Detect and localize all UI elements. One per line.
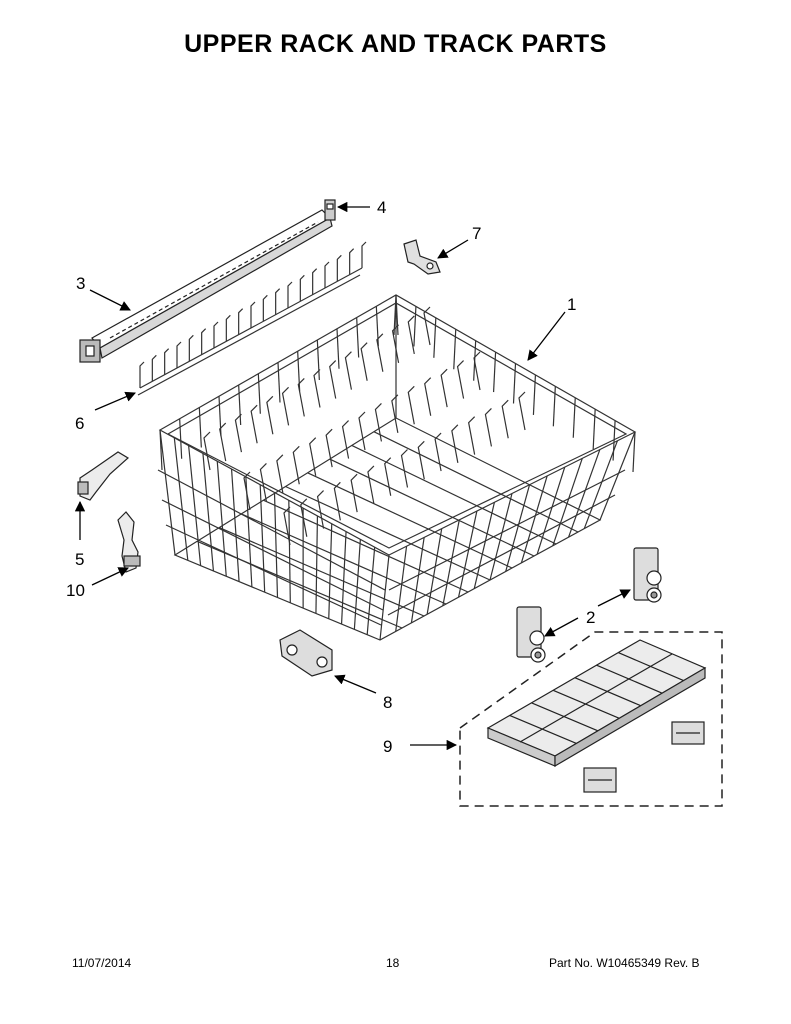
- callout-2: 2: [586, 608, 595, 627]
- callout-arrows: [74, 201, 631, 751]
- callout-1: 1: [567, 295, 576, 314]
- tine-tray: [486, 639, 707, 768]
- rack-latch: [77, 451, 130, 501]
- callout-10: 10: [66, 581, 85, 600]
- upper-rack-track: [79, 209, 333, 363]
- footer-page-number: 18: [386, 956, 400, 970]
- track-stop: [324, 199, 336, 221]
- callout-9: 9: [383, 737, 392, 756]
- callout-5: 5: [75, 550, 84, 569]
- callout-8: 8: [383, 693, 392, 712]
- footer-part-number: Part No. W10465349 Rev. B: [549, 956, 700, 970]
- page-title: UPPER RACK AND TRACK PARTS: [184, 30, 607, 58]
- callout-7: 7: [472, 224, 481, 243]
- tray-clip-a: [671, 721, 705, 745]
- footer-date: 11/07/2014: [72, 956, 132, 970]
- wheel-assembly-a: [516, 606, 546, 663]
- kit-dashed-border: [459, 631, 723, 807]
- callout-4: 4: [377, 198, 386, 217]
- tine-row: [137, 241, 367, 396]
- upper-rack: [157, 294, 637, 641]
- rack-clip: [403, 239, 441, 275]
- callout-3: 3: [76, 274, 85, 293]
- wheel-assembly-b: [633, 547, 662, 603]
- callout-6: 6: [75, 414, 84, 433]
- rack-handle: [117, 511, 141, 573]
- tray-clip-b: [583, 767, 617, 793]
- height-adjuster: [279, 629, 333, 677]
